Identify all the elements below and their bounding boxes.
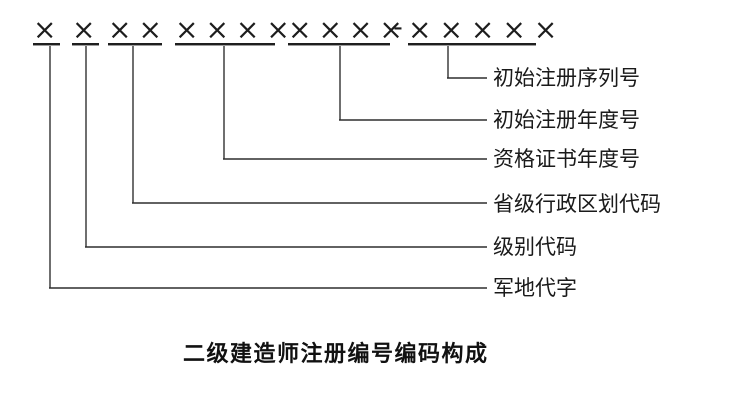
code-group-initial-registration-year: ××××	[288, 13, 410, 46]
callout-level-code: 级别代码	[493, 235, 577, 259]
code-group-certificate-year: ××××	[175, 13, 297, 46]
code-separator-dash: -	[393, 10, 403, 43]
callout-certificate-year: 资格证书年度号	[493, 147, 640, 171]
code-group-military-local: ×	[33, 13, 64, 46]
callout-initial-registration-year: 初始注册年度号	[493, 108, 640, 132]
callout-initial-registration-serial: 初始注册序列号	[493, 66, 640, 90]
callout-military-local-code: 军地代字	[493, 276, 577, 300]
code-group-initial-registration-serial: ×××××	[408, 13, 566, 46]
diagram-caption: 二级建造师注册编号编码构成	[183, 341, 489, 366]
code-group-province: ××	[108, 13, 169, 46]
callout-province-code: 省级行政区划代码	[493, 192, 661, 216]
code-group-level: ×	[72, 13, 103, 46]
